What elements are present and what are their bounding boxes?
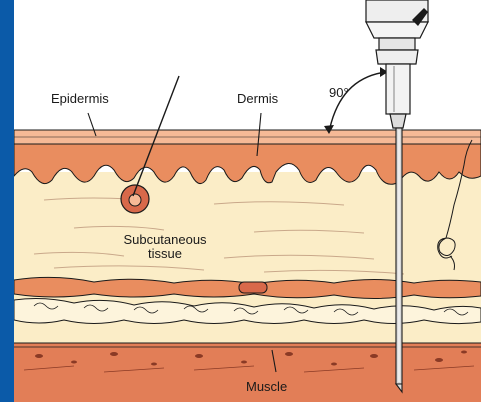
subcutaneous-label: Subcutaneous tissue [110,233,220,260]
epidermis-label: Epidermis [51,92,109,106]
muscle-label: Muscle [246,380,287,394]
diagram-panel: Epidermis Dermis 90° Subcutaneous tissue… [14,0,481,402]
angle-arc [324,67,388,134]
fat-blob [239,282,267,293]
needle-icon [396,128,402,392]
syringe-hub-icon [366,0,428,128]
angle-label: 90° [329,86,349,100]
dermis-label: Dermis [237,92,278,106]
subcutaneous-label-line1: Subcutaneous [110,233,220,247]
subcutaneous-label-line2: tissue [110,247,220,261]
skin-cross-section [14,0,481,402]
